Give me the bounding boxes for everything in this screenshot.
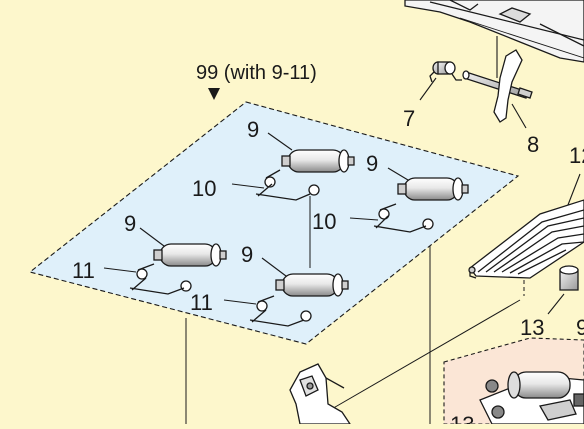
assembly-link-line (329, 299, 521, 411)
callout-10b: 10 (312, 209, 336, 234)
frame-assembly (404, 0, 584, 63)
roller-9-left (153, 243, 227, 267)
callout-9-edge: 9 (576, 315, 584, 340)
leader-line-10b (349, 217, 379, 221)
part-12-guide-plate (468, 199, 584, 279)
spring-11-left (129, 263, 192, 295)
callout-13: 13 (520, 315, 544, 340)
spring-10-top (255, 169, 320, 201)
roller-9-right (397, 177, 469, 201)
leader-line-9b (387, 167, 409, 181)
callout-11a: 11 (72, 258, 95, 283)
leader-line-10a (231, 183, 265, 189)
callout-9d: 9 (241, 242, 253, 267)
callout-12: 12 (569, 143, 584, 168)
leader-line-9c (139, 227, 165, 247)
inset-roller-unit (479, 371, 584, 425)
callout-9b: 9 (366, 151, 378, 176)
leader-line-13 (547, 293, 565, 315)
part-7-spring-clip (429, 61, 462, 83)
leader-line-9d (261, 257, 287, 277)
spring-10-right (373, 203, 434, 233)
leader-line-11b (223, 299, 257, 305)
callout-13-inset: 13 (450, 412, 474, 424)
leader-line-12 (565, 173, 581, 211)
roller-9-bottom (275, 273, 349, 297)
callout-10a: 10 (192, 176, 216, 201)
part-13-bushing (559, 265, 579, 291)
leader-line-7 (419, 77, 437, 101)
callout-9c: 9 (124, 211, 136, 236)
bracket-part (289, 363, 352, 425)
leader-line-8 (511, 103, 527, 129)
callout-7: 7 (403, 106, 415, 131)
leader-line-11a (103, 267, 137, 273)
spring-11-bottom (249, 295, 312, 327)
roller-9-top (281, 149, 355, 173)
callout-11b: 11 (190, 290, 213, 315)
leader-line-9a (267, 132, 293, 151)
kit-label: 99 (with 9-11) (196, 62, 317, 84)
kit-99-region (28, 101, 520, 345)
kit-pointer-arrow (208, 88, 220, 100)
callout-9a: 9 (247, 117, 259, 142)
callout-8: 8 (527, 132, 539, 157)
part-8-lever-shaft (462, 49, 533, 123)
